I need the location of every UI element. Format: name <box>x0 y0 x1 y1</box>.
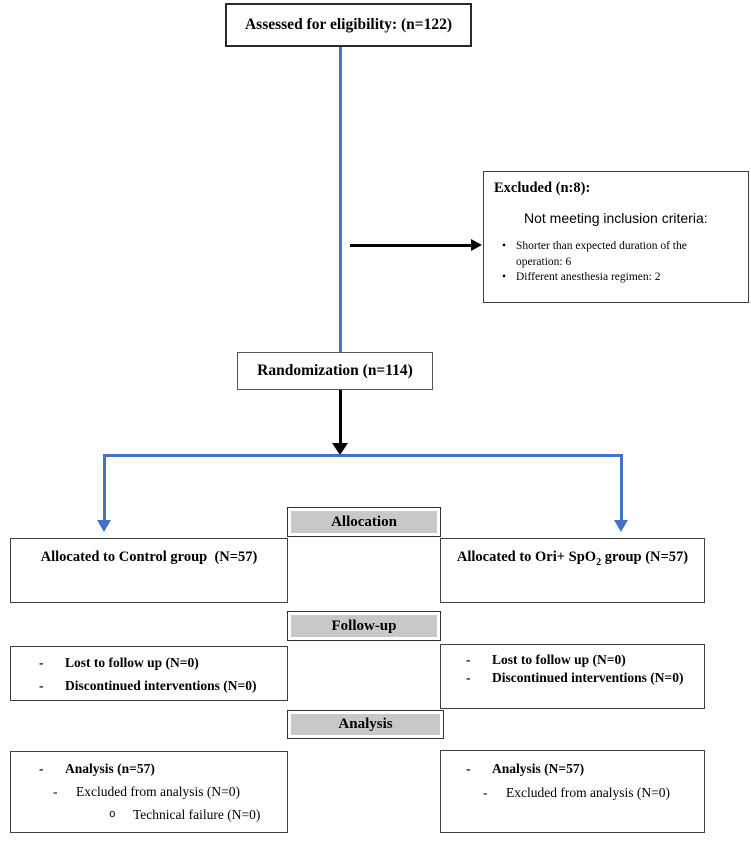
branch-right-line <box>620 454 623 520</box>
dash-icon: - <box>483 785 488 800</box>
excluded-bullet-item: • Shorter than expected duration of the … <box>494 239 740 270</box>
allocation-stage-label: Allocation <box>291 511 437 533</box>
analysis-item: - Excluded from analysis (N=0) <box>483 785 704 801</box>
followup-item: - Lost to follow up (N=0) <box>466 652 704 668</box>
dash-icon: - <box>53 784 58 799</box>
circle-bullet-icon: o <box>109 809 116 821</box>
dash-icon: - <box>466 652 471 667</box>
followup-item: - Discontinued interventions (N=0) <box>466 670 704 686</box>
allocated-ori-label: Allocated to Ori+ SpO2 group (N=57) <box>441 539 704 568</box>
arrowhead-right-icon <box>471 239 482 251</box>
excluded-title: Excluded (n:8): <box>494 180 591 196</box>
allocated-ori-box: Allocated to Ori+ SpO2 group (N=57) <box>440 538 705 603</box>
connector-eligibility-randomization <box>339 47 342 352</box>
eligibility-label: Assessed for eligibility: (n=122) <box>244 16 453 33</box>
branch-horizontal-line <box>103 454 623 457</box>
randomization-label: Randomization (n=114) <box>257 362 413 379</box>
analysis-ori-main: Analysis (N=57) <box>492 761 585 776</box>
arrowhead-down-blue-left-icon <box>97 520 111 532</box>
allocation-stage-header: Allocation <box>287 507 441 537</box>
allocated-control-label: Allocated to Control group (N=57) <box>40 549 258 565</box>
excluded-bullet-item: • Different anesthesia regimen: 2 <box>494 270 740 286</box>
followup-ori-box: - Lost to follow up (N=0) - Discontinued… <box>440 644 705 709</box>
dash-icon: - <box>39 761 44 776</box>
followup-item: - Discontinued interventions (N=0) <box>39 678 287 694</box>
allocated-ori-prefix: Allocated to Ori+ SpO <box>456 549 597 565</box>
analysis-control-main: Analysis (n=57) <box>65 761 155 776</box>
analysis-item: - Analysis (n=57) <box>39 761 287 777</box>
analysis-item: - Analysis (N=57) <box>466 761 704 777</box>
followup-control-box: - Lost to follow up (N=0) - Discontinued… <box>10 646 288 701</box>
connector-excluded-line <box>350 244 471 247</box>
branch-left-line <box>103 454 106 520</box>
followup-ori-item-2: Discontinued interventions (N=0) <box>492 670 684 685</box>
excluded-bullet-1: Shorter than expected duration of the op… <box>516 240 687 268</box>
analysis-ori-box: - Analysis (N=57) - Excluded from analys… <box>440 750 705 833</box>
allocated-ori-suffix: group (N=57) <box>601 549 689 565</box>
dash-icon: - <box>39 678 44 693</box>
analysis-stage-header: Analysis <box>287 710 444 739</box>
connector-randomization-down <box>338 390 342 443</box>
followup-stage-header: Follow-up <box>287 611 441 641</box>
excluded-box: Excluded (n:8): Not meeting inclusion cr… <box>483 171 749 303</box>
excluded-bullet-2: Different anesthesia regimen: 2 <box>516 271 661 284</box>
analysis-item: o Technical failure (N=0) <box>109 807 287 823</box>
bullet-icon: • <box>502 271 507 284</box>
analysis-control-subsub: Technical failure (N=0) <box>133 807 261 822</box>
excluded-subtitle: Not meeting inclusion criteria: <box>524 210 708 226</box>
arrowhead-down-icon <box>332 443 348 455</box>
allocated-control-box: Allocated to Control group (N=57) <box>10 538 288 603</box>
followup-stage-label: Follow-up <box>291 615 437 637</box>
followup-item: - Lost to follow up (N=0) <box>39 655 287 671</box>
allocated-ori-subscript: 2 <box>596 556 602 568</box>
analysis-item: - Excluded from analysis (N=0) <box>53 784 287 800</box>
analysis-stage-label: Analysis <box>291 714 440 735</box>
analysis-ori-sub: Excluded from analysis (N=0) <box>506 785 670 800</box>
analysis-control-sub: Excluded from analysis (N=0) <box>76 784 240 799</box>
followup-ori-item-1: Lost to follow up (N=0) <box>492 652 626 667</box>
bullet-icon: • <box>502 240 507 252</box>
eligibility-box: Assessed for eligibility: (n=122) <box>225 3 472 47</box>
followup-control-item-1: Lost to follow up (N=0) <box>65 655 199 670</box>
dash-icon: - <box>39 655 44 670</box>
arrowhead-down-blue-right-icon <box>614 520 628 532</box>
analysis-control-box: - Analysis (n=57) - Excluded from analys… <box>10 751 288 833</box>
dash-icon: - <box>466 670 471 685</box>
randomization-box: Randomization (n=114) <box>237 352 433 390</box>
followup-control-item-2: Discontinued interventions (N=0) <box>65 678 257 693</box>
dash-icon: - <box>466 761 471 776</box>
